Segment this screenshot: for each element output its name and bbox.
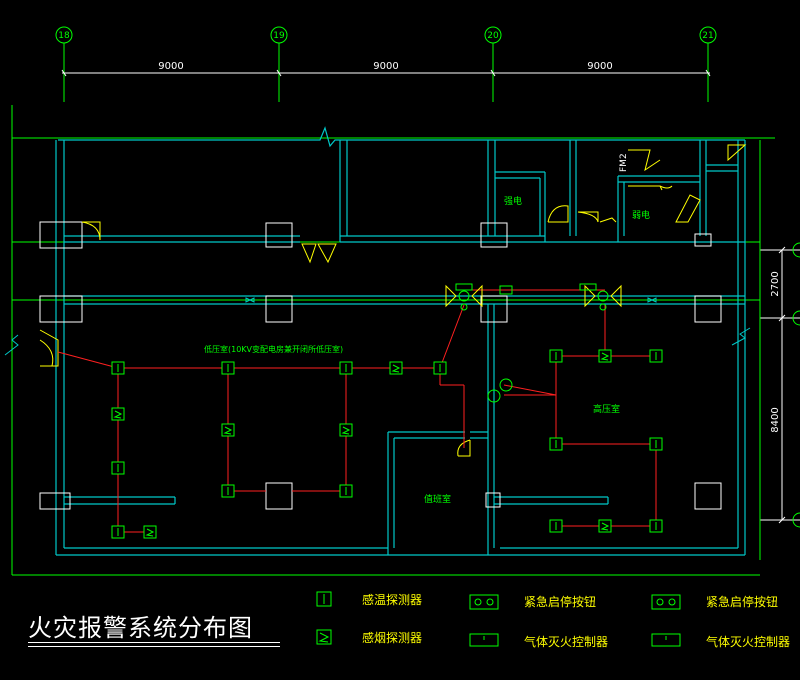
room-label-strong-power: 强电 xyxy=(504,195,522,207)
doors xyxy=(39,144,747,457)
gas-controller-icon xyxy=(499,285,513,295)
gas-nozzle-icon xyxy=(579,283,622,311)
grid-axis-label: 20 xyxy=(487,31,499,41)
dimension-label: 2700 xyxy=(770,271,781,296)
gas-controller-icon xyxy=(469,633,499,647)
legend-item-heat-detector: 感温探测器 xyxy=(316,591,422,607)
break-markers xyxy=(4,327,751,356)
room-label-low-voltage: 低压室(10KV变配电房兼开闭所低压室) xyxy=(204,344,343,354)
smoke-detector-icon xyxy=(549,519,563,533)
legend-label: 感烟探测器 xyxy=(362,630,422,645)
smoke-detector-icon xyxy=(316,629,332,645)
title-underline xyxy=(28,646,280,647)
legend-label: 紧急启停按钮 xyxy=(706,594,778,609)
smoke-detector-icon xyxy=(389,361,403,375)
smoke-detector-icon xyxy=(339,423,353,437)
dimension-label: 9000 xyxy=(373,61,398,72)
door-swing xyxy=(675,194,701,223)
columns xyxy=(39,221,722,510)
door-swing xyxy=(599,217,617,223)
grid-axis-21: 21 xyxy=(699,26,717,102)
grid-axis-19: 19 xyxy=(270,26,288,102)
emergency-button-icon xyxy=(487,378,513,403)
door-swing xyxy=(39,329,59,367)
heat-detector-icon xyxy=(111,361,125,375)
grid-axis-label: 18 xyxy=(58,31,70,41)
heat-detector-icon xyxy=(316,591,332,607)
door-swing xyxy=(81,221,101,241)
grid-axis-20: 20 xyxy=(484,26,502,102)
grid-axis-label: 19 xyxy=(273,31,285,41)
heat-detectors xyxy=(111,349,663,539)
smoke-detector-icon xyxy=(598,519,612,533)
dimension-label: 9000 xyxy=(158,61,183,72)
legend-item-gas-controller: 气体灭火控制器 xyxy=(651,633,790,649)
heat-detector-icon xyxy=(649,349,663,363)
legend-label: 气体灭火控制器 xyxy=(524,634,608,649)
room-label-duty: 值班室 xyxy=(424,493,451,505)
legend-label: 气体灭火控制器 xyxy=(706,634,790,649)
smoke-detector-icon xyxy=(598,349,612,363)
door-swing xyxy=(457,439,471,457)
door-swing xyxy=(727,144,747,162)
title-underline xyxy=(28,642,280,643)
dimension-vertical: 2700 8400 xyxy=(760,242,800,528)
heat-detector-icon xyxy=(111,461,125,475)
grid-axis-label: 21 xyxy=(702,31,713,41)
emergency-button-icon xyxy=(469,594,499,610)
gas-nozzles xyxy=(445,283,622,403)
heat-detector-icon xyxy=(649,519,663,533)
room-label-high-voltage: 高压室 xyxy=(593,403,620,415)
heat-detector-icon xyxy=(221,484,235,498)
heat-detector-icon xyxy=(339,361,353,375)
grid-axis-18: 18 xyxy=(55,26,73,102)
smoke-detector-icon xyxy=(111,407,125,421)
door-swing xyxy=(628,185,673,191)
door-swing xyxy=(628,149,661,172)
door-swing xyxy=(547,205,569,223)
heat-detector-icon xyxy=(433,361,447,375)
legend-label: 感温探测器 xyxy=(362,592,422,607)
legend-label: 紧急启停按钮 xyxy=(524,594,596,609)
smoke-detector-icon xyxy=(221,423,235,437)
heat-detector-icon xyxy=(339,484,353,498)
walls xyxy=(55,126,746,556)
gas-nozzle-icon xyxy=(445,283,483,311)
alarm-wiring xyxy=(57,289,657,533)
dimension-label: 9000 xyxy=(587,61,612,72)
emergency-button-icon xyxy=(651,594,681,610)
heat-detector-icon xyxy=(111,525,125,539)
heat-detector-icon xyxy=(649,437,663,451)
dimension-horizontal: 9000 9000 9000 xyxy=(61,61,711,77)
room-label-weak-power: 弱电 xyxy=(632,209,650,221)
legend: 感温探测器 感烟探测器 紧急启停按钮 气体灭火控制器 紧急启停按钮 气体灭火控制… xyxy=(316,591,790,649)
legend-item-gas-controller: 气体灭火控制器 xyxy=(469,633,608,649)
room-labels: 低压室(10KV变配电房兼开闭所低压室) 高压室 值班室 强电 弱电 FM2 xyxy=(204,153,650,505)
drawing-title: 火灾报警系统分布图 xyxy=(28,614,253,642)
smoke-detector-icon xyxy=(143,525,157,539)
corridor-dampers xyxy=(245,297,657,303)
door-swing xyxy=(301,243,337,264)
gas-controller-icon xyxy=(651,633,681,647)
heat-detector-icon xyxy=(549,349,563,363)
heat-detector-icon xyxy=(221,361,235,375)
heat-detector-icon xyxy=(549,437,563,451)
dimension-label: 8400 xyxy=(770,407,781,432)
smoke-detectors xyxy=(111,349,612,539)
legend-item-emergency-button: 紧急启停按钮 xyxy=(469,594,596,610)
door-swing xyxy=(577,211,599,223)
legend-item-smoke-detector: 感烟探测器 xyxy=(316,629,422,645)
legend-item-emergency-button: 紧急启停按钮 xyxy=(651,594,778,610)
door-tag: FM2 xyxy=(619,153,629,172)
